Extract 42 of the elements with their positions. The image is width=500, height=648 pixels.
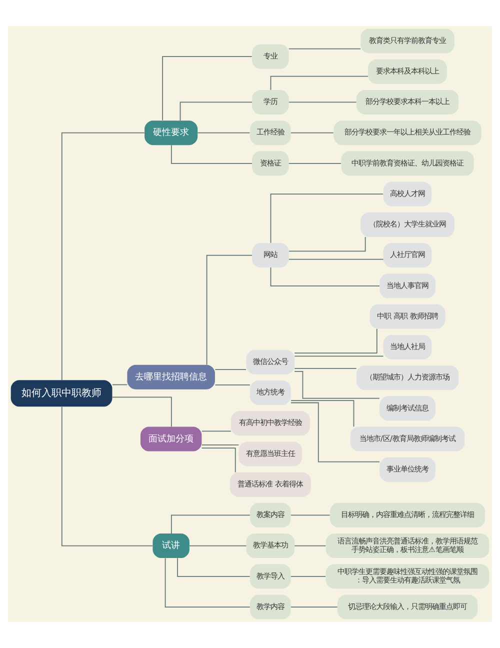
connector — [170, 514, 250, 534]
connector — [294, 368, 357, 369]
connector — [270, 194, 384, 244]
connector — [290, 606, 338, 608]
connector — [214, 384, 250, 386]
connector — [214, 369, 246, 370]
connector — [288, 48, 361, 50]
connector — [294, 328, 378, 354]
connector — [170, 144, 252, 164]
connector — [164, 558, 250, 608]
connector — [294, 356, 384, 357]
connector — [197, 132, 250, 134]
connector — [206, 254, 252, 366]
connector — [61, 406, 153, 546]
connector — [290, 514, 330, 516]
connector — [202, 444, 240, 446]
connector — [202, 430, 232, 432]
connector — [290, 402, 380, 462]
node-box: 去哪里找招聘信息 — [127, 364, 215, 390]
connector — [61, 132, 145, 381]
connector — [112, 396, 172, 428]
connector — [177, 558, 250, 577]
connector — [112, 384, 128, 386]
connector — [270, 267, 380, 286]
connector — [180, 102, 252, 121]
connector — [201, 448, 236, 473]
connector — [290, 132, 334, 134]
connector — [288, 163, 342, 164]
connector — [294, 370, 380, 399]
node-box: 如何入职中职教师 — [10, 380, 112, 407]
connector — [288, 236, 366, 252]
connector — [288, 102, 357, 103]
node-box: 试讲 — [152, 534, 190, 558]
connector — [290, 576, 326, 577]
connector — [294, 545, 326, 546]
connector — [189, 545, 247, 546]
connector — [270, 76, 368, 90]
connector — [290, 400, 354, 428]
node-box: 硬性要求 — [144, 120, 198, 146]
node-box: 面试加分项 — [140, 426, 202, 452]
connector — [162, 56, 252, 121]
connector — [288, 258, 384, 260]
